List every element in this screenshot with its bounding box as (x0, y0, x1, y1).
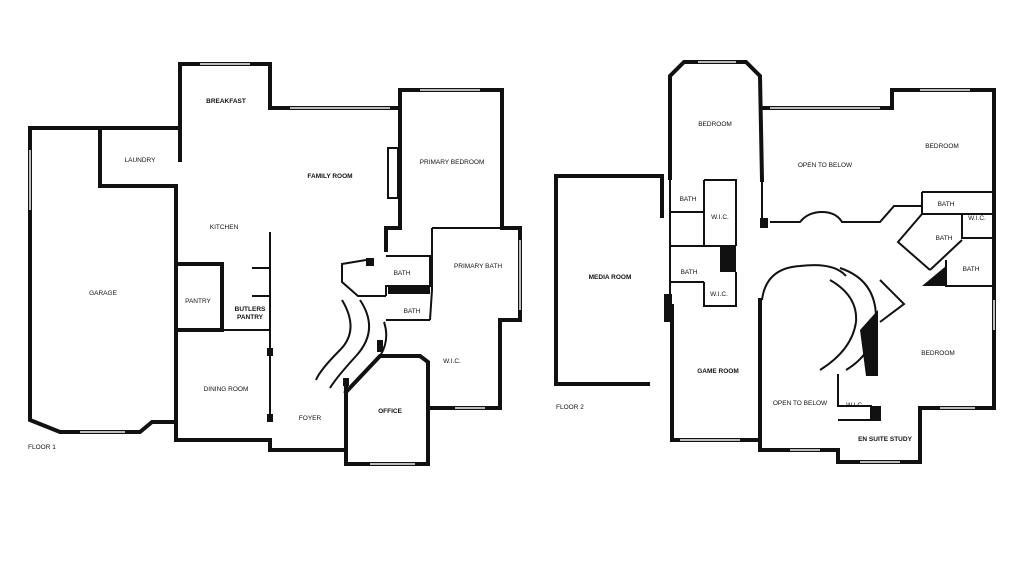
room-label-open-to-below-bottom: OPEN TO BELOW (772, 400, 828, 407)
room-label-wic-c: W.I.C. (846, 402, 864, 409)
room-label-bath-small: BATH (403, 308, 421, 315)
room-label-kitchen: KITCHEN (209, 224, 239, 231)
floor-1-caption: FLOOR 1 (28, 444, 56, 451)
room-label-wic-a: W.I.C. (711, 214, 729, 221)
room-label-bedroom-lower: BEDROOM (921, 350, 955, 357)
room-label-pantry: PANTRY (185, 298, 211, 305)
room-label-breakfast: BREAKFAST (206, 98, 246, 105)
room-label-primary-bath: PRIMARY BATH (453, 263, 503, 270)
room-label-foyer: FOYER (298, 415, 322, 422)
room-label-office: OFFICE (378, 408, 402, 415)
room-label-wic: W.I.C. (443, 358, 461, 365)
floor-2-caption: FLOOR 2 (556, 404, 584, 411)
room-label-bath-right-2: BATH (935, 235, 953, 242)
room-label-en-suite-study: EN SUITE STUDY (858, 436, 912, 443)
room-label-bedroom-top: BEDROOM (698, 121, 732, 128)
floor-1-walls (28, 62, 522, 466)
room-label-open-to-below-top: OPEN TO BELOW (797, 162, 853, 169)
room-label-bath-a: BATH (679, 196, 697, 203)
room-label-media-room: MEDIA ROOM (588, 274, 632, 281)
room-label-primary-bedroom: PRIMARY BEDROOM (419, 159, 485, 166)
room-label-family-room: FAMILY ROOM (307, 173, 353, 180)
room-label-butlers-pantry: BUTLERS PANTRY (234, 306, 266, 321)
room-label-game-room: GAME ROOM (697, 368, 739, 375)
room-label-dining-room: DINING ROOM (203, 386, 249, 393)
room-label-bath-right-3: BATH (962, 266, 980, 273)
room-label-bath-b: BATH (680, 269, 698, 276)
room-label-bath: BATH (393, 270, 411, 277)
floor-2-walls (554, 60, 996, 464)
room-label-garage: GARAGE (89, 290, 117, 297)
room-label-laundry: LAUNDRY (124, 157, 156, 164)
room-label-bath-right-1: BATH (937, 201, 955, 208)
room-label-wic-right: W.I.C. (968, 215, 986, 222)
room-label-bedroom-right: BEDROOM (925, 143, 959, 150)
room-label-wic-b: W.I.C. (710, 291, 728, 298)
